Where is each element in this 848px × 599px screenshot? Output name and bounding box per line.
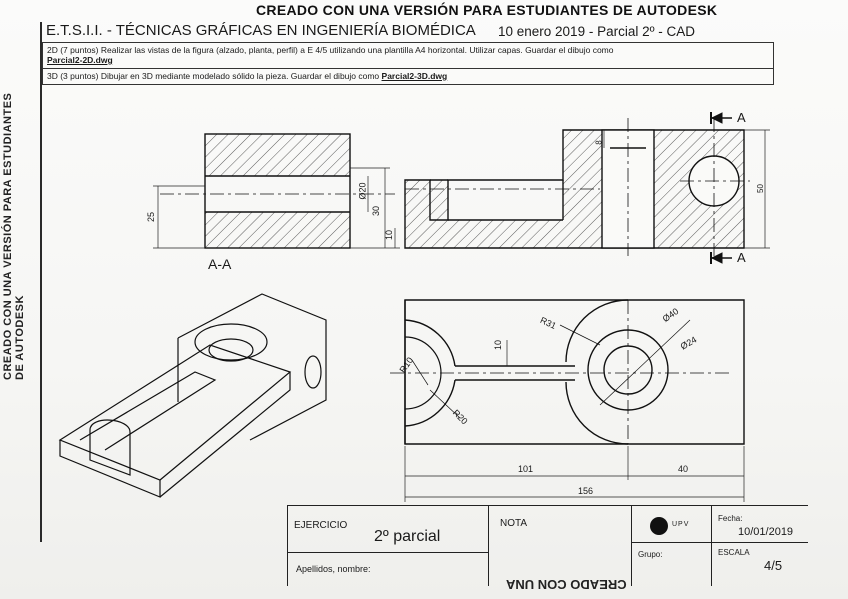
task-3d-file: Parcial2-3D.dwg (381, 71, 448, 81)
dim-25: 25 (146, 211, 157, 223)
dim-10-front: 10 (384, 229, 395, 241)
ejercicio-value: 2º parcial (374, 528, 441, 545)
plan-view (390, 299, 745, 445)
escala-label: ESCALA (718, 548, 750, 557)
isometric-view (58, 293, 327, 498)
front-dimensions (603, 129, 770, 249)
watermark-top: CREADO CON UNA VERSIÓN PARA ESTUDIANTES … (256, 2, 718, 18)
course-title: E.T.S.I.I. - TÉCNICAS GRÁFICAS EN INGENI… (46, 22, 476, 39)
profile-section-view (160, 133, 395, 249)
sheet-border (40, 22, 42, 542)
upv-logo-icon (650, 517, 668, 535)
section-label: A-A (208, 256, 232, 272)
task-2d: 2D (7 puntos) Realizar las vistas de la … (43, 43, 773, 69)
exam-date: 10 enero 2019 - Parcial 2º - CAD (498, 24, 696, 39)
dim-40: 40 (678, 464, 689, 474)
dim-8: 8 (594, 140, 604, 145)
header: E.T.S.I.I. - TÉCNICAS GRÁFICAS EN INGENI… (42, 20, 772, 42)
dim-10-plan: 10 (493, 339, 504, 351)
fecha-value: 10/01/2019 (738, 526, 794, 538)
dim-dia20: Ø20 (357, 182, 368, 200)
apellidos-label: Apellidos, nombre: (296, 564, 371, 574)
dim-101: 101 (518, 464, 534, 474)
front-view (404, 118, 750, 256)
dim-30: 30 (371, 205, 382, 217)
task-3d: 3D (3 puntos) Dibujar en 3D mediante mod… (47, 71, 448, 81)
logo-text: UPV (672, 521, 690, 528)
task-box: 2D (7 puntos) Realizar las vistas de la … (42, 42, 774, 85)
section-arrows (710, 112, 732, 264)
section-arrow-bottom-label: A (737, 250, 746, 265)
grupo-label: Grupo: (638, 550, 663, 559)
ejercicio-label: EJERCICIO (294, 520, 348, 531)
nota-label: NOTA (500, 518, 528, 529)
dim-50: 50 (755, 184, 765, 193)
watermark-bottom: CREADO CON UNA (506, 577, 627, 592)
escala-value: 4/5 (764, 558, 783, 573)
fecha-label: Fecha: (718, 514, 743, 523)
section-arrow-top-label: A (737, 110, 746, 125)
dim-156: 156 (578, 486, 594, 496)
task-2d-file: Parcial2-2D.dwg (47, 55, 113, 65)
profile-dimensions (153, 167, 400, 249)
title-block: EJERCICIO 2º parcial NOTA UPV Fecha: 10/… (287, 505, 808, 586)
plan-dimensions (404, 340, 745, 502)
